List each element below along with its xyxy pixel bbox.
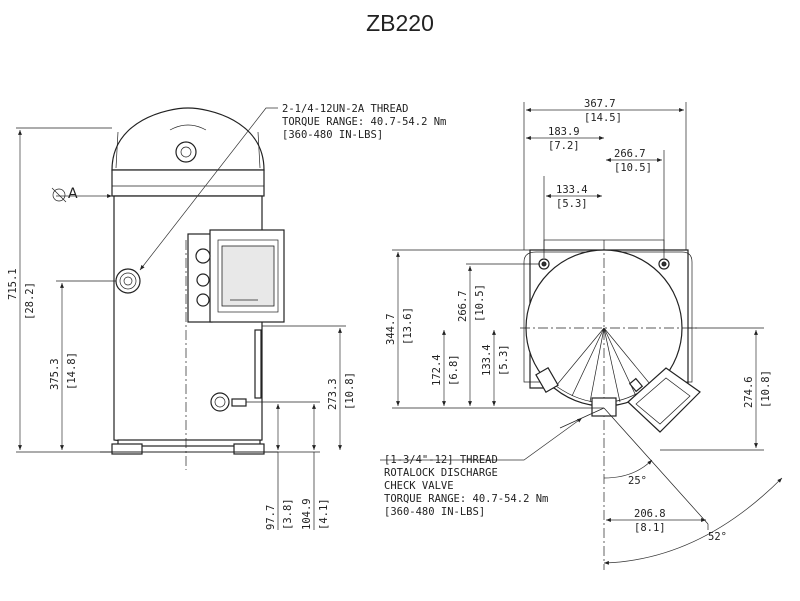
dim-104-in: [4.1]: [318, 498, 330, 530]
diameter-label: A: [68, 186, 78, 202]
dim-183: 183.9: [548, 126, 580, 138]
discharge-note-line4: TORQUE RANGE: 40.7-54.2 Nm: [384, 493, 548, 505]
dim-367-in: [14.5]: [584, 112, 622, 124]
angle-52: 52°: [708, 531, 727, 543]
compressor-dome: [111, 107, 265, 171]
process-tube: [254, 329, 262, 399]
dim-183-in: [7.2]: [548, 140, 580, 152]
thread-note-line1: 2-1/4-12UN-2A THREAD: [282, 103, 408, 115]
thread-note-line3: [360-480 IN-LBS]: [282, 129, 383, 141]
drawing-title: ZB220: [366, 10, 434, 36]
dim-266w-in: [10.5]: [614, 162, 652, 174]
dim-273-in: [10.8]: [344, 372, 356, 410]
dim-104: 104.9: [301, 498, 313, 530]
dim-344-in: [13.6]: [402, 307, 414, 345]
top-fitting: [175, 141, 197, 163]
top-view: 367.7 [14.5] 183.9 [7.2] 266.7 [10.5] 13…: [380, 98, 783, 570]
shell-band: [111, 169, 265, 197]
discharge-note-line2: ROTALOCK DISCHARGE: [384, 467, 498, 479]
dim-height-total-in: [28.2]: [24, 282, 36, 320]
dim-133w-in: [5.3]: [556, 198, 588, 210]
dim-266h: 266.7: [457, 290, 469, 322]
suction-fitting: [115, 268, 141, 294]
angle-25: 25°: [628, 475, 647, 487]
thread-note-line2: TORQUE RANGE: 40.7-54.2 Nm: [282, 116, 446, 128]
dim-133h: 133.4: [481, 344, 493, 376]
base-plate: [117, 439, 261, 447]
discharge-note-line5: [360-480 IN-LBS]: [384, 506, 485, 518]
dim-suction: 375.3: [49, 358, 61, 390]
front-view: A 2-1/4-12UN-2A THREAD TORQUE RANGE: 40.…: [7, 103, 446, 530]
discharge-note-line1: [1-3/4"-12] THREAD: [384, 454, 498, 466]
dim-206: 206.8: [634, 508, 666, 520]
dim-266h-in: [10.5]: [474, 284, 486, 322]
dim-133h-in: [5.3]: [498, 344, 510, 376]
dim-367: 367.7: [584, 98, 616, 110]
dim-97-in: [3.8]: [282, 498, 294, 530]
discharge-valve: [591, 367, 701, 433]
dim-273: 273.3: [327, 378, 339, 410]
foot-left: [111, 443, 143, 455]
dim-height-total: 715.1: [7, 268, 19, 300]
dim-172-in: [6.8]: [448, 354, 460, 386]
dim-274: 274.6: [743, 376, 755, 408]
dim-274-in: [10.8]: [760, 370, 772, 408]
dim-172: 172.4: [431, 354, 443, 386]
dim-suction-in: [14.8]: [66, 352, 78, 390]
discharge-note-line3: CHECK VALVE: [384, 480, 454, 492]
oil-fitting: [210, 392, 230, 412]
dim-266w: 266.7: [614, 148, 646, 160]
dim-133w: 133.4: [556, 184, 588, 196]
side-fitting: [535, 367, 559, 393]
dim-97: 97.7: [265, 505, 277, 530]
foot-right: [233, 443, 265, 455]
dim-206-in: [8.1]: [634, 522, 666, 534]
dim-344: 344.7: [385, 313, 397, 345]
